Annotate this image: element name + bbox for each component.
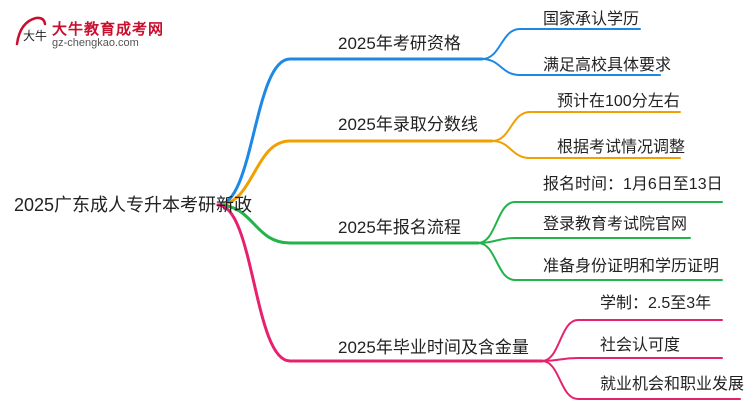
leaf-label: 满足高校具体要求 [543, 57, 672, 74]
branch-registration-label: 2025年报名流程 [338, 218, 461, 237]
mindmap-links [216, 28, 741, 400]
leaf-connector [477, 237, 691, 244]
logo-title: 大牛教育成考网 [52, 21, 165, 38]
leaf-connector [491, 111, 681, 142]
leaf-connector [541, 360, 741, 400]
branch-connector [216, 57, 484, 207]
leaf-label: 国家承认学历 [543, 11, 640, 28]
leaf-connector [481, 28, 641, 60]
logo-url: gz-chengkao.com [52, 37, 139, 49]
leaf-label: 报名时间：1月6日至13日 [543, 176, 723, 193]
leaf-label: 就业机会和职业发展 [600, 376, 745, 393]
leaf-connector [541, 319, 723, 362]
branch-graduation-label: 2025年毕业时间及含金量 [338, 338, 529, 357]
site-logo[interactable]: 大牛 大牛教育成考网 gz-chengkao.com [14, 14, 234, 54]
branch-connector [216, 203, 544, 363]
branch-connector [216, 139, 494, 207]
leaf-connector [541, 357, 723, 362]
leaf-label: 社会认可度 [600, 337, 681, 354]
leaf-label: 准备身份证明和学历证明 [543, 258, 720, 275]
root-node-label: 2025广东成人专升本考研新政 [14, 195, 253, 215]
leaf-connector [477, 242, 723, 281]
branch-connector [216, 203, 480, 245]
leaf-connector [481, 58, 661, 76]
leaf-connector [477, 201, 723, 244]
leaf-label: 预计在100分左右 [557, 93, 680, 110]
leaf-connector [491, 140, 681, 159]
branch-score-line-label: 2025年录取分数线 [338, 115, 478, 134]
leaf-label: 登录教育考试院官网 [543, 216, 688, 233]
leaf-label: 学制：2.5至3年 [600, 295, 712, 312]
logo-mark-icon: 大牛 [15, 16, 47, 46]
branch-qualification-label: 2025年考研资格 [338, 34, 461, 53]
svg-text:大牛: 大牛 [23, 28, 47, 43]
leaf-label: 根据考试情况调整 [557, 139, 686, 156]
